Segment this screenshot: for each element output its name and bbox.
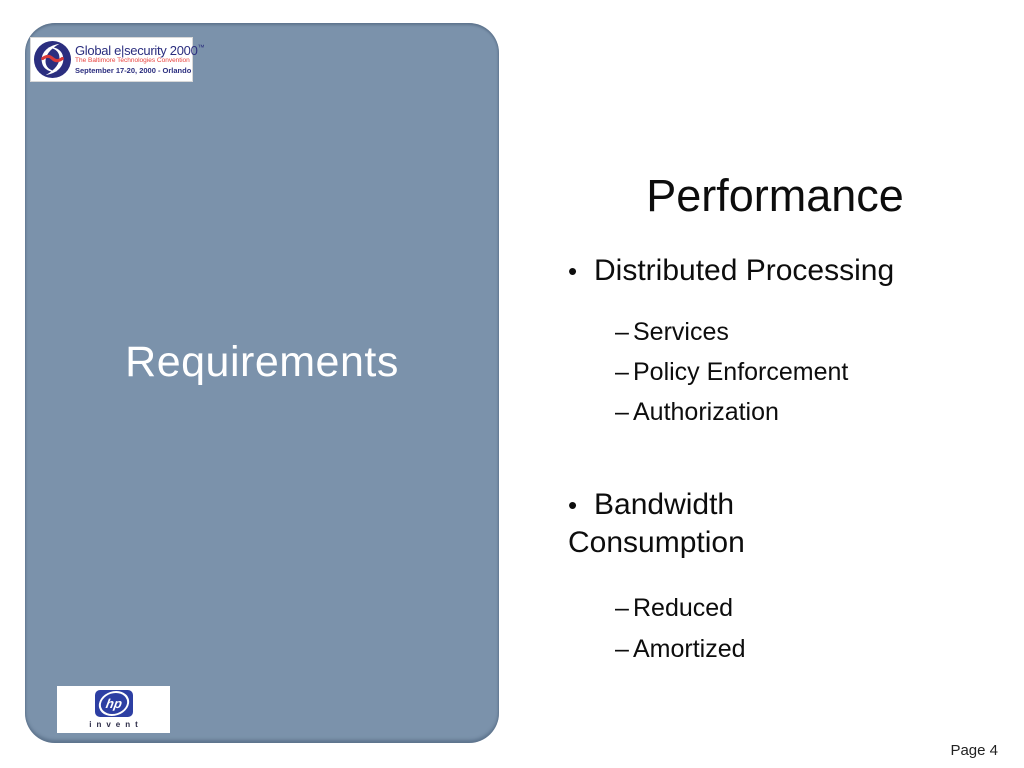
sub-item-label: Amortized xyxy=(633,635,746,663)
dash-icon: – xyxy=(615,635,629,663)
sub-list-distributed: –Services –Policy Enforcement –Authoriza… xyxy=(615,312,848,432)
sub-list-bandwidth: –Reduced –Amortized xyxy=(615,588,746,670)
bullet-icon: • xyxy=(568,490,578,520)
dash-icon: – xyxy=(615,318,629,346)
page-number: Page 4 xyxy=(950,742,998,759)
hp-logo: hp invent xyxy=(57,686,170,733)
hp-invent-label: invent xyxy=(89,720,143,729)
sub-item-reduced: –Reduced xyxy=(615,588,746,629)
bullet-item-bandwidth-consumption: •Bandwidth Consumption xyxy=(568,486,808,562)
event-logo: Global e|security 2000™ The Baltimore Te… xyxy=(30,37,205,82)
bullet-label: Distributed Processing xyxy=(594,254,895,287)
sub-item-label: Reduced xyxy=(633,594,734,622)
sub-item-amortized: –Amortized xyxy=(615,629,746,670)
globe-swirl-icon xyxy=(33,40,72,79)
trademark-symbol: ™ xyxy=(197,44,205,52)
bullet-icon: • xyxy=(568,256,578,286)
event-subtitle: The Baltimore Technologies Convention xyxy=(75,57,190,65)
event-dates: September 17-20, 2000 - Orlando xyxy=(75,66,192,76)
sub-item-policy-enforcement: –Policy Enforcement xyxy=(615,352,848,392)
sub-item-label: Services xyxy=(633,318,729,346)
event-title: Global e|security 2000™ xyxy=(75,42,205,58)
hp-ellipse: hp xyxy=(96,691,131,716)
hp-letters: hp xyxy=(104,696,123,711)
dash-icon: – xyxy=(615,398,629,426)
slide-title: Performance xyxy=(646,170,904,221)
sub-item-authorization: –Authorization xyxy=(615,392,848,432)
sub-item-label: Policy Enforcement xyxy=(633,358,849,386)
event-title-text: Global e|security 2000 xyxy=(75,42,198,58)
dash-icon: – xyxy=(615,594,629,622)
event-logo-text: Global e|security 2000™ The Baltimore Te… xyxy=(75,42,205,76)
sub-item-services: –Services xyxy=(615,312,848,352)
panel-title: Requirements xyxy=(125,338,399,386)
sub-item-label: Authorization xyxy=(633,398,779,426)
hp-badge-icon: hp xyxy=(94,690,133,717)
bullet-item-distributed-processing: • Distributed Processing xyxy=(568,252,998,290)
left-panel: Requirements xyxy=(25,23,499,743)
dash-icon: – xyxy=(615,358,629,386)
bullet-label: Bandwidth Consumption xyxy=(568,488,745,559)
